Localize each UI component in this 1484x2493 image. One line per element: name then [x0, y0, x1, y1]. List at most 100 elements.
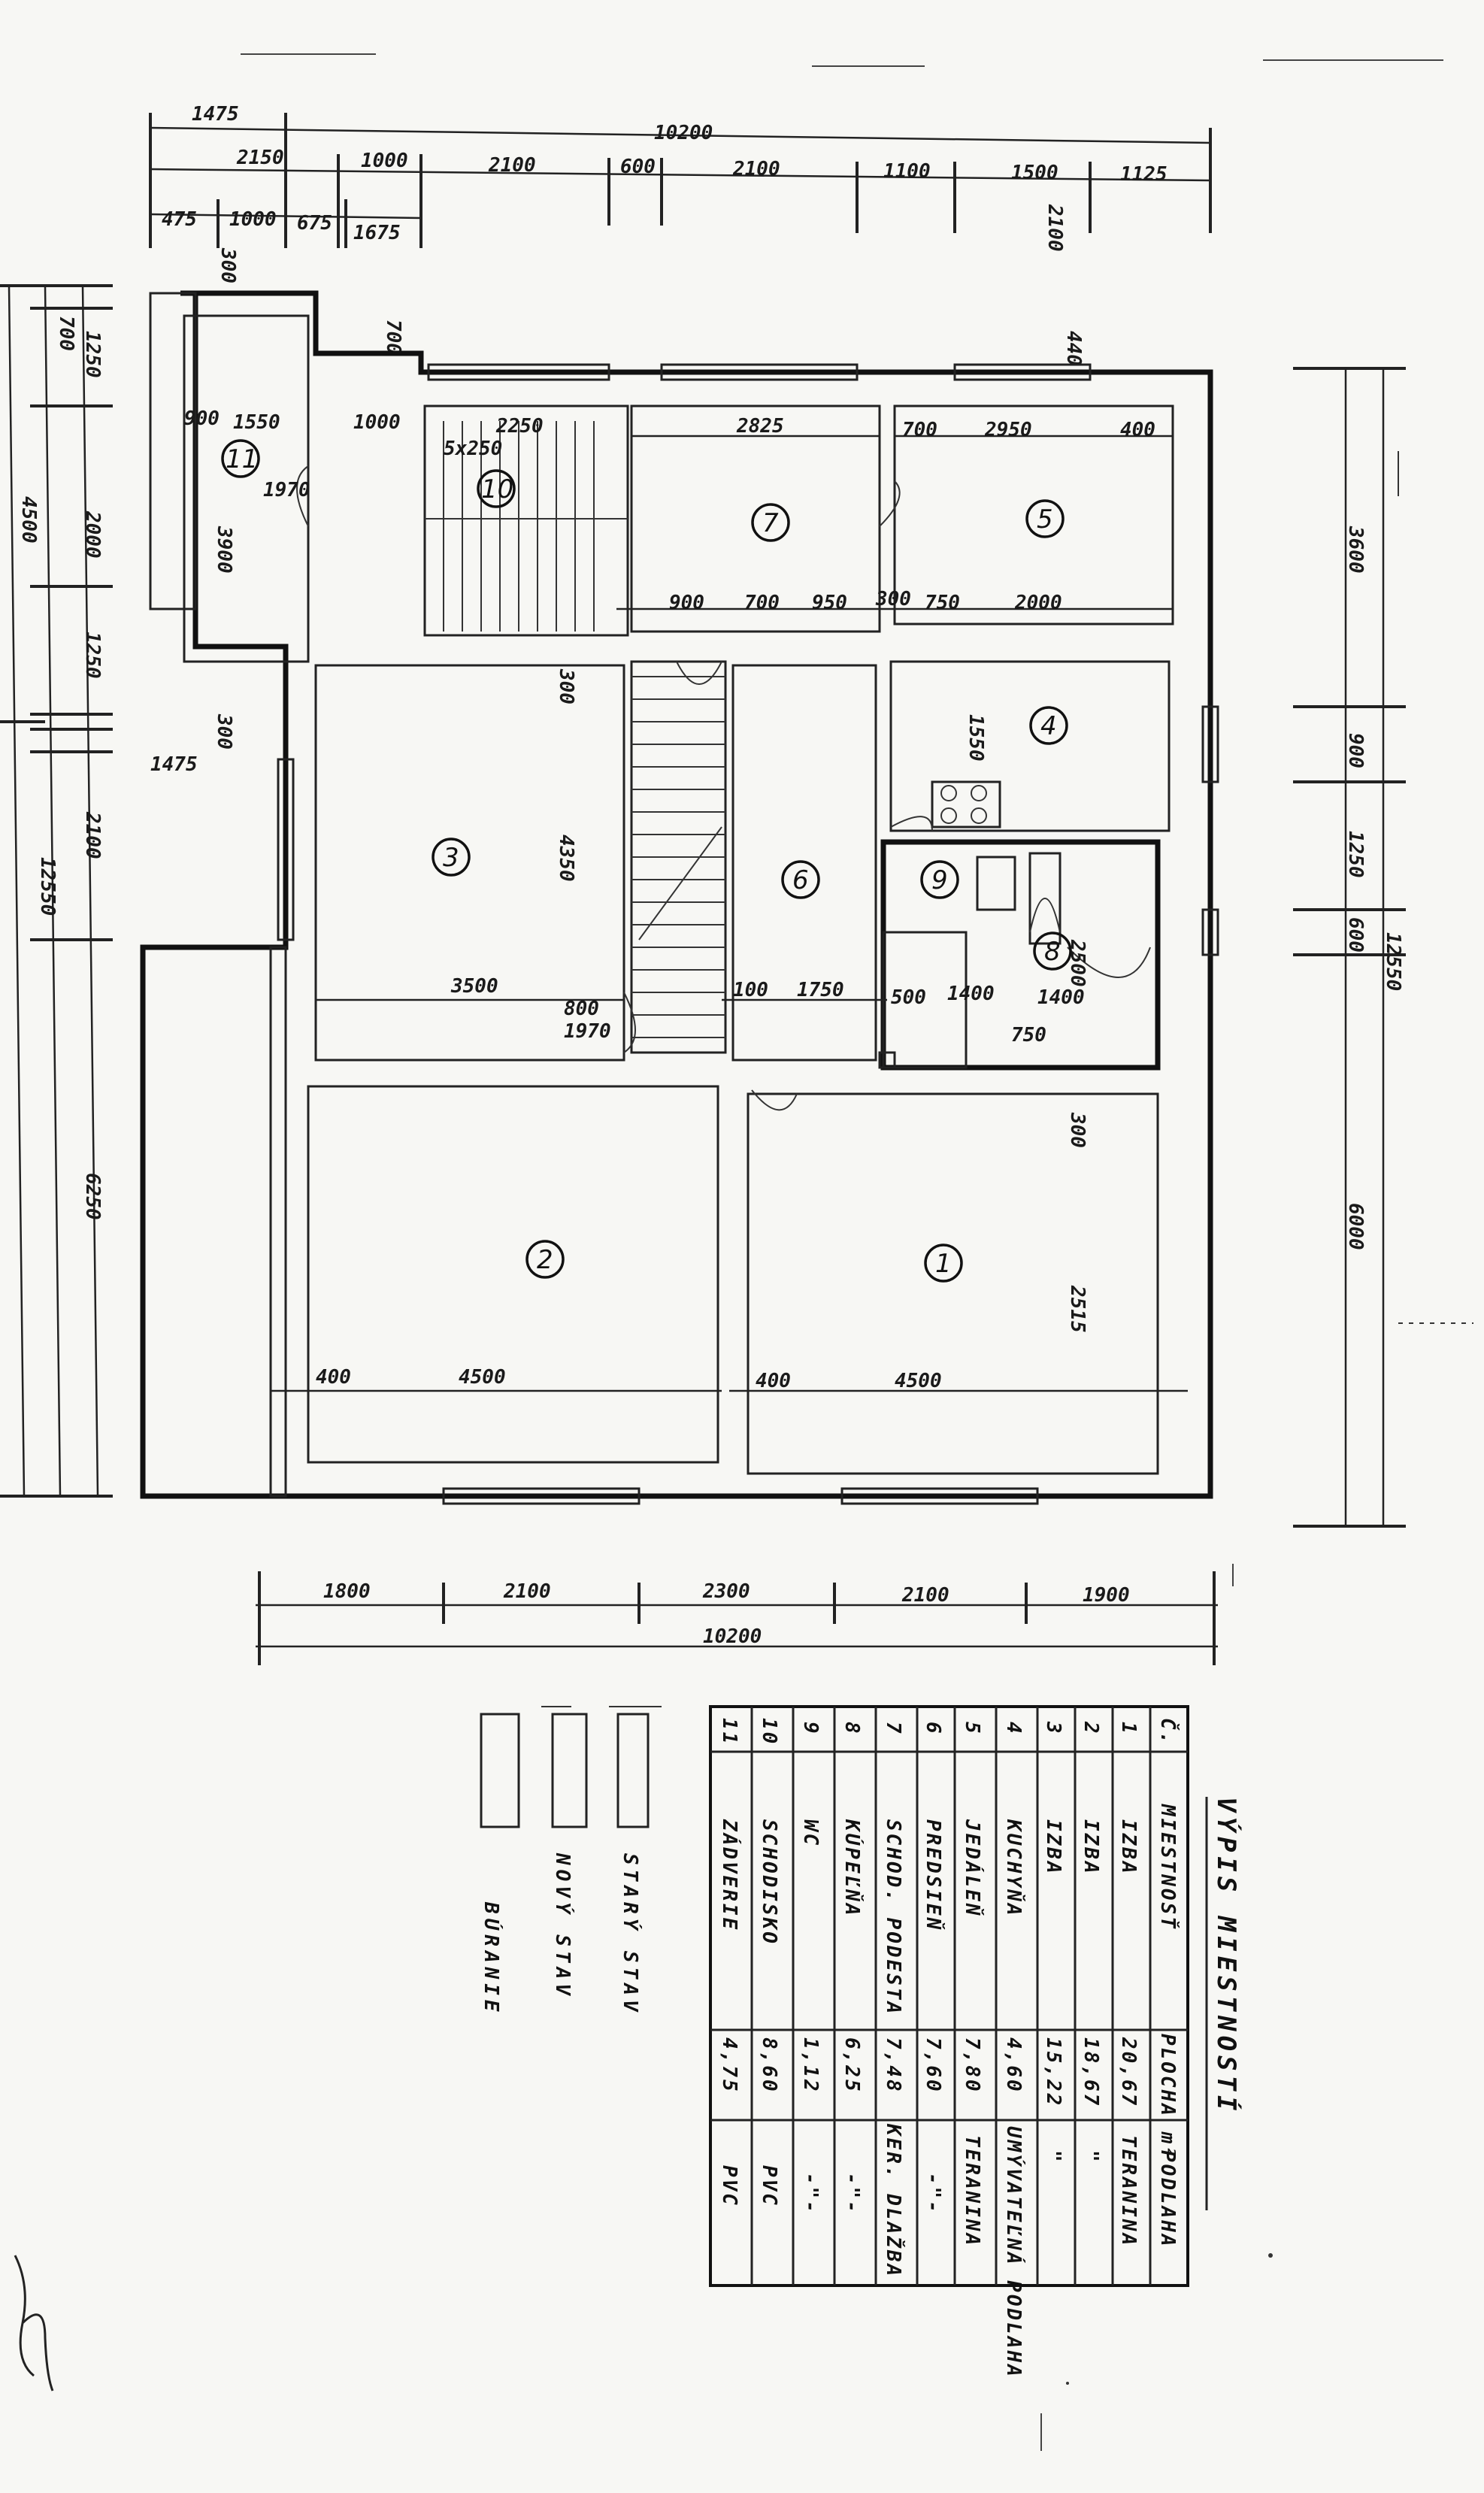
dim-top-1500: 1500	[1011, 162, 1058, 184]
room-number-1: 1	[935, 1249, 952, 1279]
table-cell: IZBA	[1117, 1819, 1140, 1876]
legend-swatch-new	[551, 1713, 588, 1828]
inner-walls	[183, 314, 1174, 1475]
table-cell: 1	[1117, 1722, 1140, 1736]
table-cell: 7,48	[882, 2037, 904, 2094]
table-cell: 7,60	[922, 2037, 944, 2094]
dim-left-6250: 6250	[81, 1173, 104, 1220]
dim-top-1675: 1675	[353, 222, 401, 244]
dim-left-700: 700	[55, 316, 77, 351]
room-dim-750b: 750	[1011, 1024, 1046, 1047]
dim-bottom-total: 10200	[703, 1625, 762, 1648]
table-cell: 2	[1080, 1721, 1102, 1736]
dim-right-1250: 1250	[1344, 831, 1367, 878]
room-dim-700b: 700	[744, 592, 780, 614]
table-header-floor: PODLAHA	[1156, 2150, 1179, 2249]
table-cell: -"-	[922, 2173, 944, 2215]
table-cell: 6	[922, 1722, 944, 1736]
table-cell: 6,25	[840, 2037, 863, 2094]
table-cell: 18,67	[1080, 2037, 1102, 2107]
table-cell: UMÝVATEĽNÁ PODLAHA	[1002, 2126, 1026, 2379]
dim-bottom-1900: 1900	[1083, 1584, 1130, 1607]
legend-label-new: NOVÝ STAV	[551, 1852, 575, 2000]
room-number-7: 7	[762, 508, 779, 538]
right-dimension-chains	[1293, 367, 1473, 1528]
outer-walls	[140, 290, 1219, 1505]
room-dim-1550b: 1550	[965, 714, 987, 762]
door-swings	[296, 465, 933, 1111]
dim-bottom-1800: 1800	[323, 1580, 371, 1603]
table-header-area: PLOCHA m²	[1156, 2034, 1179, 2160]
dim-left-300: 300	[213, 713, 235, 750]
table-cell: TERANINA	[961, 2135, 983, 2247]
dim-top-1000b: 1000	[229, 208, 277, 231]
room-number-2: 2	[537, 1245, 553, 1275]
dim-bottom-2100b: 2100	[901, 1584, 949, 1607]
dim-right-900: 900	[1344, 733, 1367, 768]
dim-right-6000: 6000	[1344, 1203, 1367, 1250]
table-cell: KUCHYŇA	[1002, 1819, 1026, 1918]
table-cell: PVC	[718, 2165, 740, 2207]
room-number-4: 4	[1040, 711, 1057, 741]
legend-swatch-demolition	[480, 1713, 520, 1828]
table-cell: KÚPEĽŇA	[840, 1819, 865, 1918]
room-dim-2500: 2500	[1066, 939, 1089, 987]
legend-label-old: STARÝ STAV	[619, 1853, 643, 2016]
room-dim-400b: 400	[316, 1366, 351, 1389]
dim-top-600: 600	[620, 156, 656, 178]
table-title: VÝPIS MIESTNOSTÍ	[1211, 1797, 1242, 2116]
room-dim-5x250: 5x250	[444, 438, 502, 460]
room-dim-300b: 300	[875, 588, 911, 610]
table-cell: ZÁDVERIE	[718, 1819, 742, 1931]
dim-left-2000: 2000	[81, 510, 104, 559]
dim-bottom-2100a: 2100	[503, 1580, 551, 1603]
table-cell: TERANINA	[1117, 2135, 1140, 2247]
table-cell: IZBA	[1042, 1819, 1065, 1876]
table-cell: 4,75	[718, 2037, 740, 2094]
dim-top-2100b: 2100	[732, 158, 780, 180]
table-cell: 1,12	[799, 2037, 822, 2094]
room-dim-2825: 2825	[736, 415, 784, 438]
room-number-6: 6	[792, 865, 809, 895]
room-number-8: 8	[1044, 937, 1061, 967]
table-cell: 11	[718, 1718, 740, 1746]
bottom-dimension-chains	[256, 1571, 1218, 1665]
table-cell: KER. DLAŽBA	[882, 2123, 906, 2278]
table-cell: 9	[799, 1722, 822, 1736]
room-dim-500: 500	[891, 986, 926, 1009]
dim-left-12550: 12550	[36, 857, 59, 916]
table-cell: 7	[882, 1722, 904, 1736]
room-dim-300c: 300	[1066, 1112, 1089, 1148]
dim-right-12550: 12550	[1382, 932, 1404, 991]
dim-left-2100: 2100	[81, 811, 104, 859]
table-cell: JEDÁLEŇ	[961, 1819, 985, 1918]
room-dim-400c: 400	[756, 1370, 791, 1392]
dim-top-440: 440	[1062, 331, 1085, 366]
stair-treads	[425, 421, 725, 1038]
dim-top-300: 300	[217, 247, 239, 283]
table-cell: IZBA	[1080, 1819, 1102, 1876]
room-markers	[221, 439, 1072, 1283]
table-cell: -"-	[799, 2173, 822, 2215]
room-dim-1750: 1750	[797, 979, 844, 1001]
dim-top-475: 475	[162, 208, 197, 231]
table-cell: PVC	[758, 2165, 780, 2207]
legend	[480, 1706, 662, 1828]
room-dim-2000: 2000	[1014, 592, 1062, 614]
room-dim-900a: 900	[184, 407, 220, 430]
dim-top-2100a: 2100	[488, 154, 536, 177]
table-cell: WC	[799, 1819, 822, 1847]
room-dim-2950: 2950	[984, 419, 1032, 441]
table-cell: 8,60	[758, 2037, 780, 2094]
table-cell: 7,80	[961, 2037, 983, 2094]
dim-right-600: 600	[1344, 917, 1367, 953]
table-cell: "	[1080, 2150, 1102, 2164]
room-dim-100: 100	[733, 979, 768, 1001]
room-dim-4350: 4350	[555, 835, 577, 882]
dim-top-1000: 1000	[361, 150, 408, 172]
room-dim-1400a: 1400	[947, 983, 995, 1005]
table-cell: 4,60	[1002, 2037, 1025, 2094]
room-dim-1400b: 1400	[1037, 986, 1085, 1009]
room-dim-700: 700	[902, 419, 937, 441]
signature-scribble	[14, 2255, 54, 2392]
